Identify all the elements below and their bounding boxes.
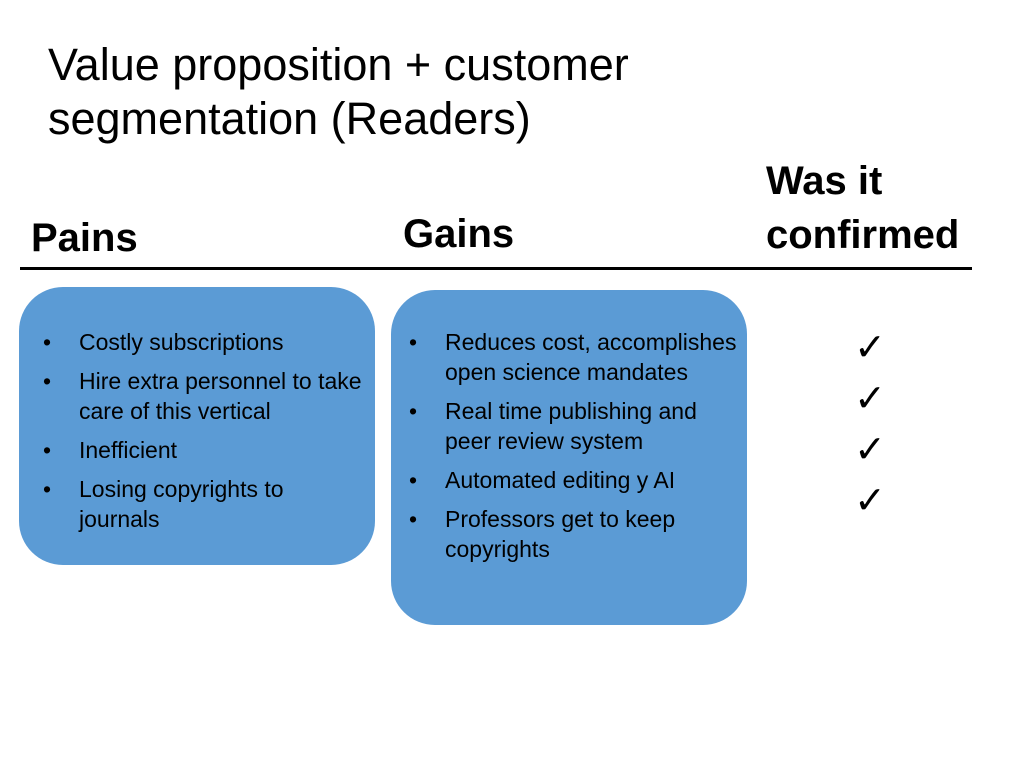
- pains-item: • Costly subscriptions: [43, 327, 365, 357]
- gains-list: • Reduces cost, accomplishes open science…: [409, 327, 737, 564]
- bullet-icon: •: [43, 329, 52, 355]
- gains-heading: Gains: [403, 212, 515, 256]
- gains-item-text: Automated editing y AI: [445, 467, 676, 493]
- header-divider: [20, 267, 972, 270]
- pains-box: • Costly subscriptions • Hire extra person…: [19, 287, 375, 565]
- bullet-icon: •: [409, 398, 418, 424]
- checkmark-icon: ✓: [854, 427, 886, 471]
- bullet-icon: •: [43, 476, 52, 502]
- pains-item: • Hire extra personnel to take care of th…: [43, 366, 365, 426]
- gains-item: • Reduces cost, accomplishes open science…: [409, 327, 737, 387]
- pains-item-text: Inefficient: [79, 437, 178, 463]
- gains-item: • Automated editing y AI: [409, 465, 737, 495]
- gains-box: • Reduces cost, accomplishes open science…: [391, 290, 747, 625]
- slide-title: Value proposition + customer segmentatio…: [48, 39, 629, 144]
- bullet-icon: •: [43, 368, 52, 394]
- pains-item-text: Losing copyrights to journals: [79, 476, 284, 532]
- bullet-icon: •: [409, 467, 418, 493]
- checkmark-icon: ✓: [854, 478, 886, 522]
- confirmed-heading: Was it confirmed: [766, 159, 960, 257]
- checkmark-icon: ✓: [854, 325, 886, 369]
- pains-heading: Pains: [31, 216, 138, 260]
- gains-item-text: Reduces cost, accomplishes open science …: [445, 329, 737, 385]
- bullet-icon: •: [43, 437, 52, 463]
- gains-item: • Real time publishing and peer review sy…: [409, 396, 737, 456]
- gains-item: • Professors get to keep copyrights: [409, 504, 737, 564]
- gains-item-text: Real time publishing and peer review sys…: [445, 398, 697, 454]
- pains-item-text: Hire extra personnel to take care of thi…: [79, 368, 362, 424]
- bullet-icon: •: [409, 506, 418, 532]
- pains-item-text: Costly subscriptions: [79, 329, 284, 355]
- pains-item: • Inefficient: [43, 435, 365, 465]
- pains-list: • Costly subscriptions • Hire extra person…: [43, 327, 365, 534]
- pains-item: • Losing copyrights to journals: [43, 474, 365, 534]
- confirmation-checks: ✓ ✓ ✓ ✓: [850, 322, 890, 526]
- checkmark-icon: ✓: [854, 376, 886, 420]
- bullet-icon: •: [409, 329, 418, 355]
- gains-item-text: Professors get to keep copyrights: [445, 506, 676, 562]
